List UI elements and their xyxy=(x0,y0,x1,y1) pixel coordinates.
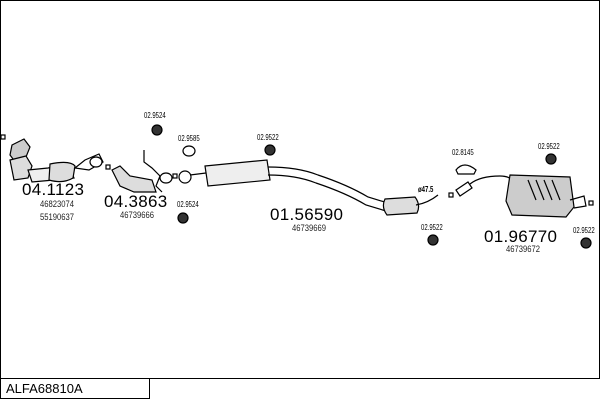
accessory-label: 02.9524 xyxy=(177,200,199,209)
part-ref: 46823074 xyxy=(40,199,75,209)
part-01-56590-drawing xyxy=(178,159,454,216)
part-number: 01.96770 xyxy=(484,227,558,246)
accessory-label: 02.9522 xyxy=(257,133,279,142)
divider xyxy=(0,378,600,379)
accessory-label: 02.9522 xyxy=(421,223,443,232)
part-04-3863-drawing xyxy=(105,150,178,193)
part-number: 04.1123 xyxy=(22,180,85,199)
accessory-label: 02.8145 xyxy=(452,148,474,157)
diagram-code: ALFA68810A xyxy=(0,378,150,399)
part-ref: 46739672 xyxy=(506,244,541,254)
part-number: 01.56590 xyxy=(270,205,344,224)
accessory-label: 02.9524 xyxy=(144,111,166,120)
accessory-label: 02.9585 xyxy=(178,134,200,143)
exhaust-diagram xyxy=(0,124,594,249)
pipe-diameter-label: ø47.5 xyxy=(418,185,434,194)
part-ref: 55190637 xyxy=(40,212,75,222)
part-04-1123-drawing xyxy=(0,134,104,183)
part-number: 04.3863 xyxy=(104,192,168,211)
part-ref: 46739669 xyxy=(292,223,327,233)
accessory-label: 02.9522 xyxy=(573,226,595,235)
accessory-icons xyxy=(151,124,592,249)
part-ref: 46739666 xyxy=(120,210,155,220)
part-01-96770-drawing xyxy=(455,174,594,218)
accessory-label: 02.9522 xyxy=(538,142,560,151)
